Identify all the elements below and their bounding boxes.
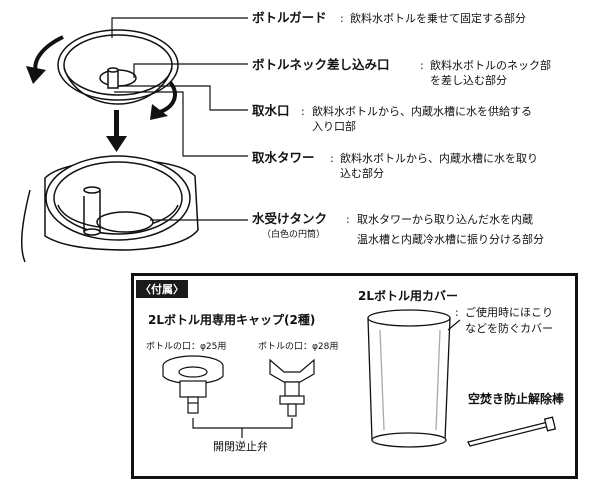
- cap-25-label: ボトルの口：φ25用: [146, 342, 227, 352]
- cover-leader: [447, 319, 461, 331]
- bottle-guard-desc: 飲料水ボトルを乗せて固定する部分: [350, 12, 526, 25]
- leader-lines: [111, 17, 248, 221]
- receiving-tank-term: 水受けタンク: [252, 211, 328, 226]
- neck-insert-term: ボトルネック差し込み口: [252, 57, 390, 72]
- cap-28-illustration: [269, 358, 315, 417]
- receiving-tank-note: （白色の円筒）: [262, 230, 326, 240]
- cover-desc-1: ご使用時にほこり: [465, 306, 553, 319]
- down-arrow: [106, 110, 127, 152]
- accessories-tag: 〈付属〉: [136, 280, 188, 298]
- water-server-illustration: [20, 155, 199, 263]
- intake-tower-desc-1: 飲料水ボトルから、内蔵水槽に水を取り: [340, 152, 538, 165]
- cover-title: 2Lボトル用カバー: [358, 289, 458, 303]
- cover-illustration: [367, 309, 451, 448]
- water-intake-term: 取水口: [252, 103, 290, 118]
- cover-colon: :: [455, 306, 459, 319]
- intake-tower-colon: :: [330, 152, 334, 165]
- receiving-tank-desc-1: 取水タワーから取り込んだ水を内蔵: [357, 213, 533, 226]
- valve-label: 開閉逆止弁: [213, 440, 268, 453]
- cover-desc-2: などを防ぐカバー: [465, 322, 553, 335]
- cap-title: 2Lボトル用専用キャップ(2種): [148, 313, 316, 327]
- neck-insert-colon: :: [420, 59, 424, 72]
- intake-tower-term: 取水タワー: [252, 150, 315, 165]
- valve-bracket: [192, 418, 293, 438]
- rod-title: 空焚き防止解除棒: [468, 392, 565, 406]
- intake-tower-desc-2: 込む部分: [340, 167, 384, 180]
- receiving-tank-colon: :: [346, 213, 350, 226]
- neck-insert-desc-1: 飲料水ボトルのネック部: [430, 59, 551, 72]
- water-intake-desc-1: 飲料水ボトルから、内蔵水槽に水を供給する: [312, 105, 532, 118]
- rod-illustration: [467, 416, 557, 447]
- bottle-guard-illustration: [57, 29, 179, 105]
- receiving-tank-desc-2: 温水槽と内蔵冷水槽に振り分ける部分: [357, 233, 544, 246]
- bottle-guard-colon: :: [340, 12, 344, 25]
- cap-28-label: ボトルの口：φ28用: [258, 342, 339, 352]
- water-intake-colon: :: [301, 105, 305, 118]
- water-intake-desc-2: 入り口部: [312, 120, 356, 133]
- cap-25-illustration: [162, 355, 224, 414]
- accessories-box: [131, 273, 578, 479]
- neck-insert-desc-2: を差し込む部分: [430, 74, 507, 87]
- bottle-guard-term: ボトルガード: [252, 10, 327, 25]
